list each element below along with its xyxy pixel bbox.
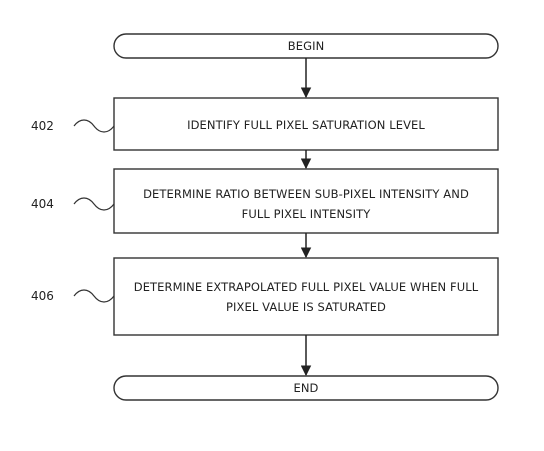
step-404: 404 DETERMINE RATIO BETWEEN SUB-PIXEL IN…: [31, 168, 499, 234]
ref-leader-406: [73, 289, 115, 303]
ref-label-406: 406: [31, 289, 54, 303]
end-label: END: [293, 381, 318, 395]
step-406-text-line-1: DETERMINE EXTRAPOLATED FULL PIXEL VALUE …: [134, 280, 479, 294]
ref-label-404: 404: [31, 197, 54, 211]
begin-label: BEGIN: [288, 39, 325, 53]
ref-label-402: 402: [31, 119, 54, 133]
ref-leader-402: [73, 119, 115, 133]
step-406-text-line-2: PIXEL VALUE IS SATURATED: [226, 300, 386, 314]
step-402-text-line-1: IDENTIFY FULL PIXEL SATURATION LEVEL: [187, 118, 425, 132]
ref-leader-404: [73, 197, 115, 211]
step-402: 402 IDENTIFY FULL PIXEL SATURATION LEVEL: [31, 97, 499, 151]
step-404-text-line-1: DETERMINE RATIO BETWEEN SUB-PIXEL INTENS…: [143, 187, 469, 201]
step-402-box: [113, 97, 499, 151]
step-406: 406 DETERMINE EXTRAPOLATED FULL PIXEL VA…: [31, 257, 499, 336]
begin-terminal: BEGIN: [113, 33, 499, 59]
step-404-box: [113, 168, 499, 234]
end-terminal: END: [113, 375, 499, 401]
end-terminal-shape: [113, 375, 499, 401]
step-404-text-line-2: FULL PIXEL INTENSITY: [242, 207, 372, 221]
step-406-box: [113, 257, 499, 336]
